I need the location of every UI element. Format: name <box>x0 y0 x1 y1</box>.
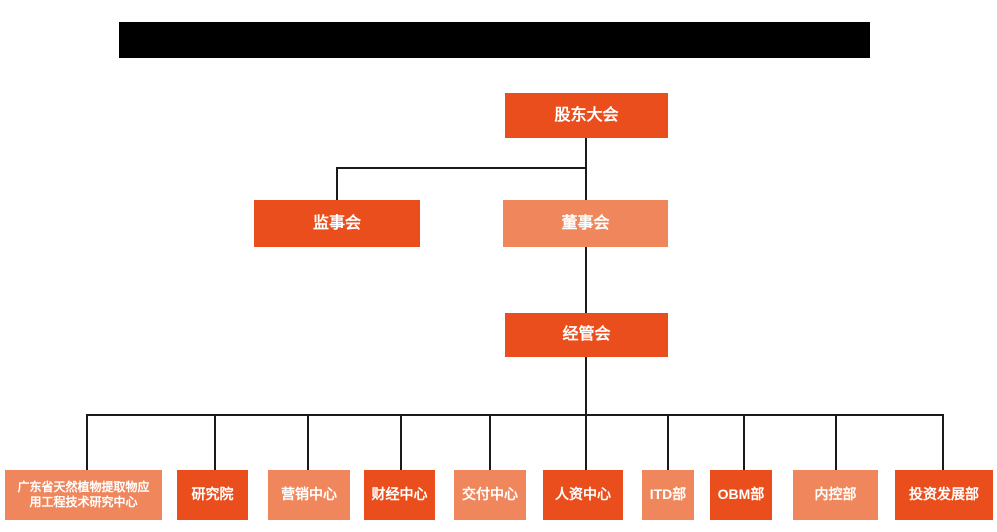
connector-drop-dept-5 <box>489 414 491 471</box>
node-label: 股东大会 <box>554 106 619 124</box>
node-dept-research-center: 广东省天然植物提取物应用工程技术研究中心 <box>5 470 162 520</box>
node-label: 广东省天然植物提取物应用工程技术研究中心 <box>17 480 150 509</box>
node-label: 营销中心 <box>281 486 337 503</box>
connector-drop-dept-4 <box>400 414 402 471</box>
connector-drop-supervisory <box>336 167 338 201</box>
connector-drop-dept-2 <box>214 414 216 471</box>
node-dept-obm: OBM部 <box>710 470 772 520</box>
connector-drop-dept-9 <box>835 414 837 471</box>
node-label: 监事会 <box>312 214 361 232</box>
connector-department-bus <box>86 414 944 416</box>
node-dept-internal-control: 内控部 <box>793 470 878 520</box>
connector-drop-dept-3 <box>307 414 309 471</box>
node-dept-itd: ITD部 <box>642 470 694 520</box>
node-dept-finance-center: 财经中心 <box>364 470 435 520</box>
connector-drop-dept-6 <box>585 414 587 471</box>
node-label: 研究院 <box>191 486 234 503</box>
node-label: 人资中心 <box>555 486 611 503</box>
connector-board-to-management <box>585 247 587 313</box>
node-dept-investment-development: 投资发展部 <box>895 470 993 520</box>
node-board-of-directors: 董事会 <box>503 200 668 247</box>
title-bar-redacted <box>119 22 870 58</box>
connector-drop-dept-1 <box>86 414 88 471</box>
node-dept-marketing-center: 营销中心 <box>268 470 350 520</box>
connector-branch-supervisory <box>336 167 587 169</box>
node-label: 董事会 <box>561 214 610 232</box>
connector-shareholders-to-board <box>585 137 587 201</box>
node-dept-delivery-center: 交付中心 <box>454 470 526 520</box>
node-shareholders-meeting: 股东大会 <box>505 93 668 138</box>
connector-drop-dept-7 <box>667 414 669 471</box>
connector-drop-dept-10 <box>942 414 944 471</box>
node-management-committee: 经管会 <box>505 313 668 357</box>
node-dept-hr-center: 人资中心 <box>543 470 623 520</box>
node-label: 内控部 <box>814 486 857 503</box>
node-label: 经管会 <box>562 326 611 343</box>
node-label: 财经中心 <box>371 486 428 503</box>
node-dept-research-institute: 研究院 <box>177 470 248 520</box>
node-label: 投资发展部 <box>909 486 979 503</box>
node-supervisory-board: 监事会 <box>254 200 420 247</box>
connector-management-to-bus <box>585 356 587 416</box>
node-label: OBM部 <box>717 486 765 503</box>
connector-drop-dept-8 <box>743 414 745 471</box>
node-label: ITD部 <box>649 486 687 503</box>
node-label: 交付中心 <box>462 486 518 503</box>
